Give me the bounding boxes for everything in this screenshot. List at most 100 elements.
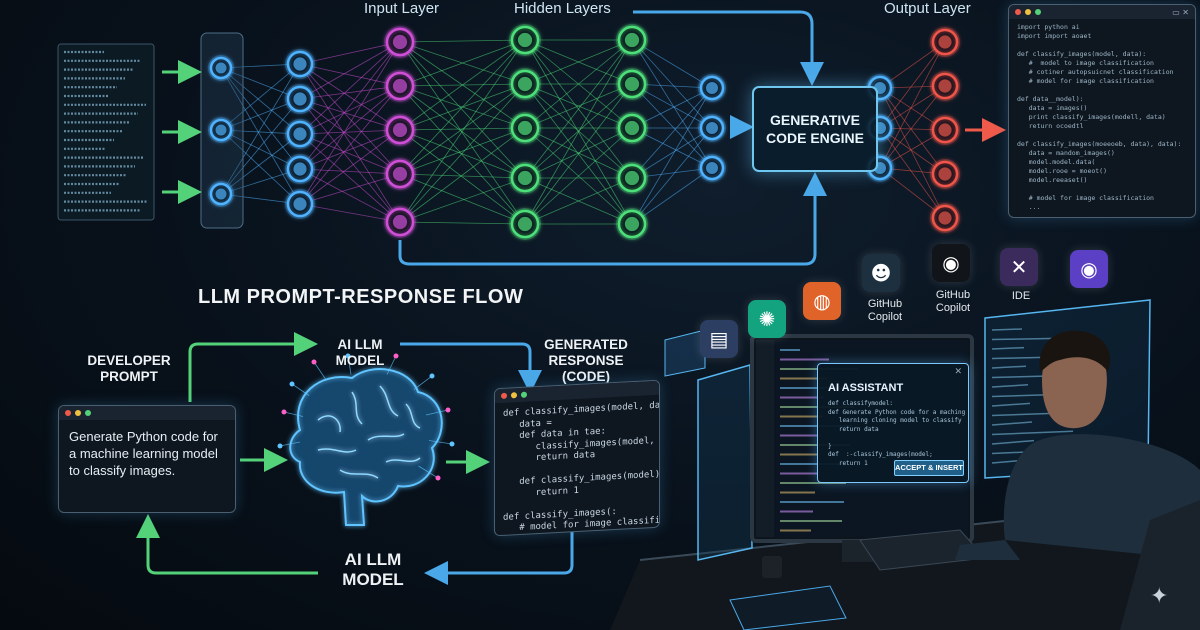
network-edge <box>399 85 526 179</box>
copilot-icon[interactable]: ☻ <box>862 254 900 292</box>
spark-dot <box>393 353 399 359</box>
close-dot-icon <box>65 410 71 416</box>
spark-line <box>428 440 453 445</box>
network-edge <box>879 167 946 219</box>
network-edge <box>399 173 526 179</box>
node-core <box>705 81 719 95</box>
network-edge <box>631 87 713 129</box>
bottom-feedback-arrow <box>398 172 827 266</box>
network-edge <box>399 129 526 225</box>
network-edge <box>631 127 713 225</box>
node-core <box>938 35 952 49</box>
network-edge <box>299 98 401 131</box>
response-window: def classify_images(model, data): data =… <box>494 379 660 537</box>
top-feedback-arrow <box>633 10 824 86</box>
spark-line <box>418 465 439 479</box>
network-edge <box>524 39 633 129</box>
layout-icon[interactable]: ▤ <box>700 320 738 358</box>
vscode-icon[interactable]: ✕ <box>1000 248 1038 286</box>
network-edge <box>220 98 301 131</box>
developer-prompt-label: DEVELOPER PROMPT <box>87 353 171 384</box>
node-core <box>517 216 533 232</box>
model-label-bottom: AI LLM MODEL <box>342 550 404 589</box>
input-layer-label: Input Layer <box>364 0 440 17</box>
node-core <box>624 120 640 136</box>
window-controls-icon: ▭ ✕ <box>1172 7 1189 17</box>
spark-line <box>386 355 397 375</box>
node-core <box>938 79 952 93</box>
network-edge <box>299 168 401 175</box>
spark-dot <box>289 381 295 387</box>
network-edge <box>220 129 301 205</box>
app-label: IDE <box>1011 290 1031 302</box>
panel-line <box>991 346 1025 350</box>
network-edge <box>631 39 713 89</box>
panel-line <box>991 328 1023 331</box>
node-core <box>517 32 533 48</box>
network-edge <box>299 85 401 170</box>
coffee-mug <box>762 556 782 578</box>
network-edge <box>524 83 633 129</box>
network-edge <box>879 41 946 169</box>
node-core <box>392 214 408 230</box>
network-edge <box>299 133 401 175</box>
node-core <box>705 161 719 175</box>
network-edge <box>299 98 401 175</box>
workstation-scene <box>610 299 1200 630</box>
network-edge <box>399 39 526 43</box>
network-edge <box>524 83 633 225</box>
panel-line <box>991 365 1027 369</box>
top-code-panel: ▭ ✕ import python ai import import aoaet… <box>1008 4 1196 218</box>
node-core <box>293 162 307 176</box>
network-edge <box>299 63 401 175</box>
network-edge <box>631 87 713 225</box>
tablet <box>729 585 847 630</box>
network-edge <box>220 67 301 135</box>
panel-line <box>991 439 1035 445</box>
close-icon[interactable]: ✕ <box>954 367 962 377</box>
response-to-model-arrow <box>424 532 574 585</box>
network-edge <box>399 127 526 223</box>
network-edge <box>299 129 401 135</box>
network-edge <box>399 221 526 225</box>
minimize-dot-icon <box>1025 9 1031 15</box>
model-label-top: AI LLM MODEL <box>335 337 385 368</box>
network-edge <box>299 129 401 205</box>
spark-line <box>347 355 352 375</box>
response-code-lines: def classify_images(model, data): data =… <box>503 399 660 534</box>
github-purple-icon[interactable]: ◉ <box>1070 250 1108 288</box>
accept-insert-button[interactable]: ACCEPT & INSERT <box>894 460 964 476</box>
panel-line <box>991 384 1029 388</box>
network-edge <box>299 133 401 223</box>
maximize-dot-icon <box>1035 9 1041 15</box>
network-edge <box>299 85 401 205</box>
network-edge <box>220 67 301 100</box>
node-core <box>517 170 533 186</box>
github-icon[interactable]: ◉ <box>932 244 970 282</box>
model-to-prompt-arrow <box>136 514 318 575</box>
spark-dot <box>445 407 451 413</box>
network-edge <box>220 63 301 195</box>
node-core <box>705 121 719 135</box>
network-edge <box>631 127 713 179</box>
network-edge <box>299 41 401 205</box>
spark-line <box>313 361 326 380</box>
minimize-dot-icon <box>511 392 517 399</box>
network-edge <box>299 41 401 170</box>
sparkle-icon: ✦ <box>1150 584 1169 609</box>
network-edge <box>631 39 713 169</box>
network-edge <box>299 41 401 135</box>
chatgpt-icon[interactable]: ✺ <box>748 300 786 338</box>
network-edge <box>524 39 633 225</box>
network-edge <box>524 39 633 179</box>
network-edge <box>879 41 946 89</box>
spark-dot <box>435 475 441 481</box>
spark-dot <box>429 373 435 379</box>
network-edge <box>220 168 301 195</box>
prompt-to-model-arrow <box>188 332 318 402</box>
network-edge <box>399 39 526 131</box>
model-to-response-arrow <box>400 342 542 394</box>
brain-sparks <box>277 353 455 481</box>
orbit-icon[interactable]: ◍ <box>803 282 841 320</box>
